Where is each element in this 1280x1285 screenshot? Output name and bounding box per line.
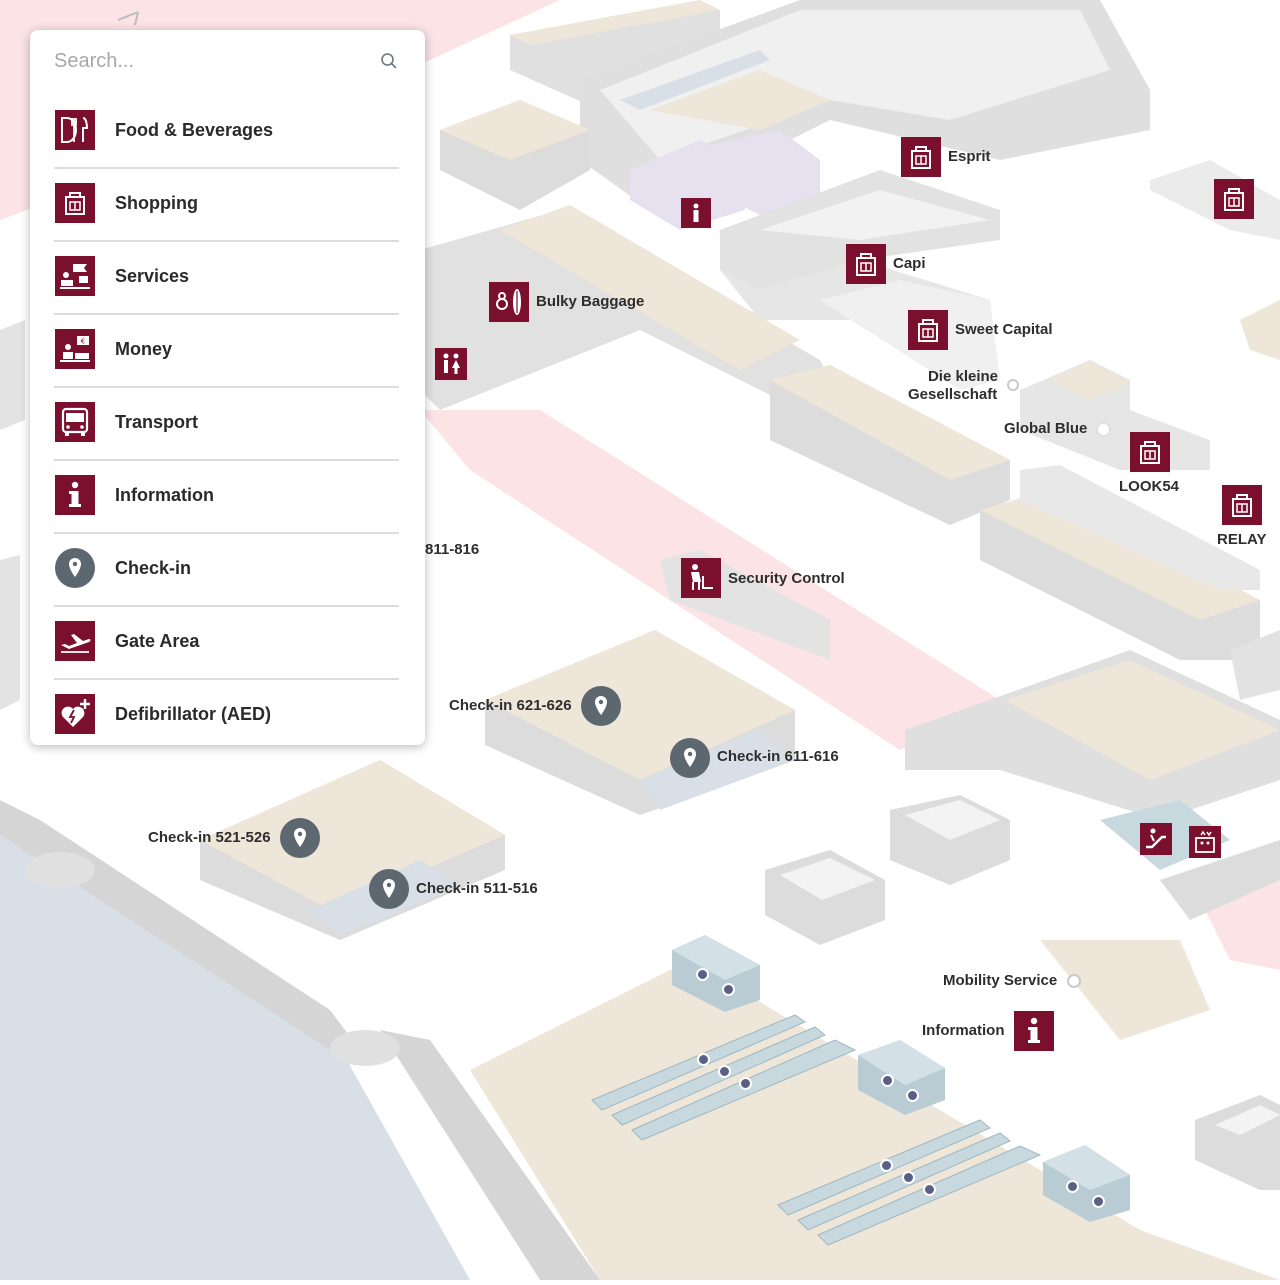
shopping-bag-icon[interactable] [846, 244, 886, 284]
category-label: Money [115, 339, 173, 359]
airplane-icon [55, 621, 95, 661]
poi-label-bulky-baggage: Bulky Baggage [536, 293, 645, 310]
restroom-icon[interactable] [435, 348, 467, 380]
information-icon[interactable] [681, 198, 711, 228]
category-shopping[interactable]: Shopping [54, 169, 399, 242]
category-defibrillator[interactable]: Defibrillator (AED) [54, 680, 399, 745]
shopping-bag-icon[interactable] [1214, 179, 1254, 219]
belt-dot[interactable] [722, 983, 735, 996]
poi-label-capi: Capi [893, 255, 926, 272]
category-label: Food & Beverages [115, 120, 274, 140]
category-information[interactable]: Information [54, 461, 399, 534]
money-icon: € [55, 329, 95, 369]
map-pin-icon[interactable] [670, 738, 710, 778]
checkin-label-521-526: Check-in 521-526 [148, 829, 271, 846]
svg-text:€: € [81, 338, 85, 346]
poi-label-look54: LOOK54 [1119, 478, 1180, 495]
poi-dot[interactable] [1096, 422, 1111, 437]
poi-dot[interactable] [1067, 974, 1081, 988]
poi-label-sweet-capital: Sweet Capital [955, 321, 1053, 338]
belt-dot[interactable] [880, 1159, 893, 1172]
food-icon [55, 110, 95, 150]
belt-dot[interactable] [1066, 1180, 1079, 1193]
poi-label-mobility-service: Mobility Service [943, 972, 1058, 989]
search-input[interactable] [54, 46, 354, 76]
map-pin-icon [55, 548, 95, 588]
escalator-icon[interactable] [1140, 823, 1172, 855]
category-gate-area[interactable]: Gate Area [54, 607, 399, 680]
poi-label-gesellschaft: Gesellschaft [908, 386, 998, 403]
category-label: Check-in [115, 558, 192, 578]
category-label: Services [115, 266, 190, 286]
belt-dot[interactable] [906, 1089, 919, 1102]
services-icon [55, 256, 95, 296]
bus-icon [55, 402, 95, 442]
category-label: Shopping [115, 193, 198, 213]
security-control-icon[interactable] [681, 558, 721, 598]
checkin-label-621-626: Check-in 621-626 [449, 697, 572, 714]
category-food-beverages[interactable]: Food & Beverages [54, 96, 399, 169]
search-icon[interactable] [379, 51, 399, 71]
belt-dot[interactable] [697, 1053, 710, 1066]
category-label: Gate Area [115, 631, 200, 651]
checkin-label-511-516: Check-in 511-516 [416, 880, 538, 897]
poi-label-relay: RELAY [1217, 531, 1267, 548]
category-check-in[interactable]: Check-in [54, 534, 399, 607]
poi-dot[interactable] [1007, 379, 1019, 391]
category-transport[interactable]: Transport [54, 388, 399, 461]
category-panel: Food & Beverages Shopping Services € Mon… [30, 30, 425, 745]
poi-label-global-blue: Global Blue [1004, 420, 1088, 437]
map-pin-icon[interactable] [369, 869, 409, 909]
poi-label-die-kleine: Die kleine [900, 368, 1026, 386]
shopping-bag-icon[interactable] [901, 137, 941, 177]
shopping-bag-icon[interactable] [1130, 432, 1170, 472]
belt-dot[interactable] [696, 968, 709, 981]
category-money[interactable]: € Money [54, 315, 399, 388]
map-pin-icon[interactable] [581, 686, 621, 726]
belt-dot[interactable] [739, 1077, 752, 1090]
shopping-bag-icon [55, 183, 95, 223]
poi-label-security-control: Security Control [728, 570, 845, 587]
checkin-label-611-616: Check-in 611-616 [717, 748, 839, 765]
map-pin-icon[interactable] [280, 818, 320, 858]
poi-label-information: Information [922, 1022, 1005, 1039]
category-services[interactable]: Services [54, 242, 399, 315]
checkin-label-811-816: 811-816 [425, 541, 480, 558]
information-icon[interactable] [1014, 1011, 1054, 1051]
shopping-bag-icon[interactable] [908, 310, 948, 350]
elevator-icon[interactable] [1189, 826, 1221, 858]
belt-dot[interactable] [718, 1065, 731, 1078]
belt-dot[interactable] [902, 1171, 915, 1184]
search-bar [54, 46, 399, 76]
belt-dot[interactable] [923, 1183, 936, 1196]
bulky-baggage-icon[interactable] [489, 282, 529, 322]
poi-label-esprit: Esprit [948, 148, 991, 165]
category-label: Defibrillator (AED) [115, 704, 272, 724]
category-label: Transport [115, 412, 199, 432]
shopping-bag-icon[interactable] [1222, 485, 1262, 525]
category-label: Information [115, 485, 214, 505]
defibrillator-icon [55, 694, 95, 734]
poi-label-die-kleine-line1: Die kleine [927, 368, 999, 385]
belt-dot[interactable] [1092, 1195, 1105, 1208]
belt-dot[interactable] [881, 1074, 894, 1087]
information-icon [55, 475, 95, 515]
